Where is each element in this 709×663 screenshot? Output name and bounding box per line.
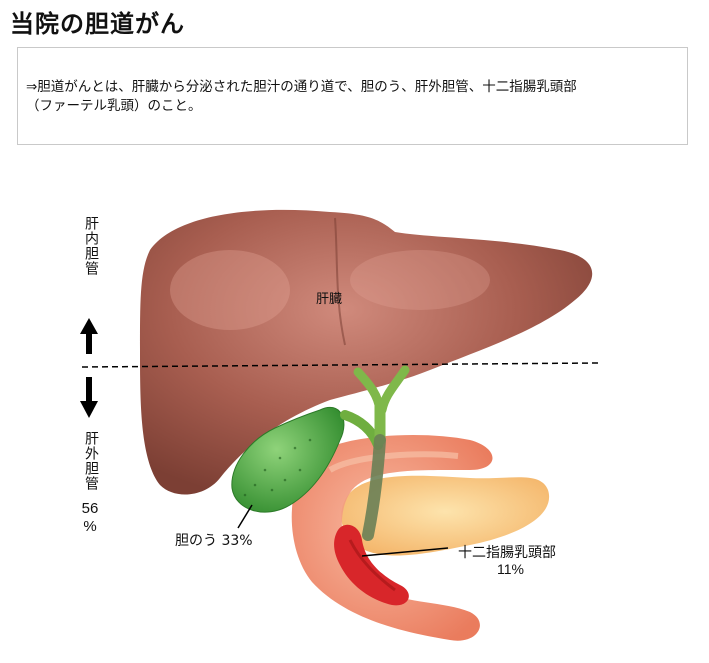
definition-text: ⇒胆道がんとは、肝臓から分泌された胆汁の通り道で、胆のう、肝外胆管、十二指腸乳頭…	[26, 78, 676, 116]
gallbladder-leader-line	[237, 504, 253, 529]
down-arrow-icon	[80, 377, 98, 418]
gallbladder	[231, 406, 345, 513]
extrahepatic-duct-label: 肝外胆管	[83, 431, 99, 491]
bile-duct	[340, 365, 410, 541]
liver	[140, 209, 593, 495]
boundary-dashed-line	[81, 362, 599, 368]
definition-box	[17, 47, 688, 145]
pancreas	[341, 475, 550, 556]
up-arrow-icon	[80, 318, 98, 354]
extrahepatic-pct-number: 56	[81, 500, 99, 517]
gallbladder-label: 胆のう 33%	[175, 533, 253, 549]
definition-line-1: ⇒胆道がんとは、肝臓から分泌された胆汁の通り道で、胆のう、肝外胆管、十二指腸乳頭…	[26, 79, 577, 95]
papilla-leader-line	[361, 547, 449, 557]
intrahepatic-duct-label: 肝内胆管	[83, 216, 99, 276]
papilla-pct: 11%	[497, 561, 524, 577]
duodenum	[291, 435, 493, 641]
definition-line-2: （ファーテル乳頭）のこと。	[26, 98, 202, 114]
extrahepatic-pct-sign: %	[83, 518, 97, 535]
papilla-label: 十二指腸乳頭部	[458, 545, 556, 561]
liver-label: 肝臓	[316, 292, 343, 307]
page-title: 当院の胆道がん	[10, 10, 185, 38]
